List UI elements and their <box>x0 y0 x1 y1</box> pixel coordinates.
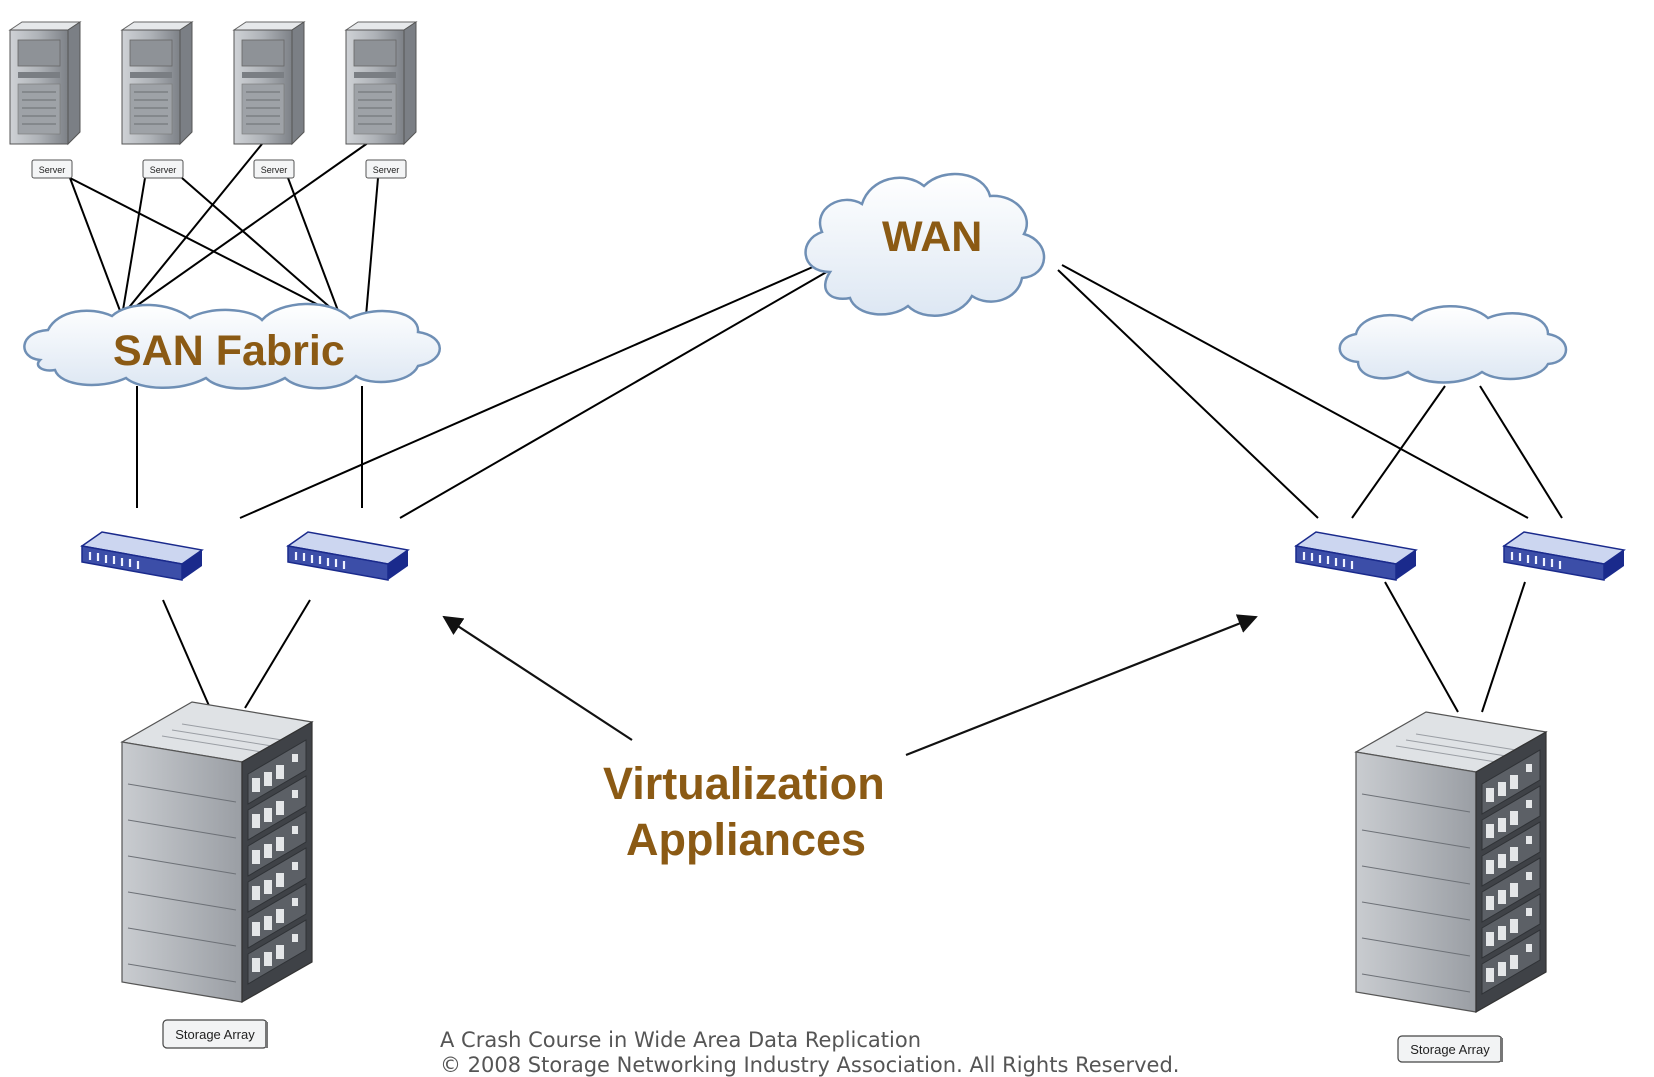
svg-text:Server: Server <box>39 165 66 175</box>
server-4 <box>345 21 417 145</box>
appliance-right-2 <box>1502 530 1626 582</box>
connection-lines <box>69 139 1563 713</box>
server-tag-2: Server <box>142 159 184 179</box>
wan-cloud <box>804 172 1046 317</box>
san-fabric-label: SAN Fabric <box>113 327 345 375</box>
wan-label: WAN <box>882 213 983 261</box>
server-2 <box>121 21 193 145</box>
appliance-right-1 <box>1294 530 1418 582</box>
virtualization-label-line1: Virtualization <box>603 758 885 809</box>
svg-text:Server: Server <box>373 165 400 175</box>
virtualization-label-line2: Appliances <box>626 814 867 865</box>
label-arrows <box>442 614 1258 757</box>
san-fabric-cloud <box>23 302 441 390</box>
server-1 <box>9 21 81 145</box>
svg-text:Server: Server <box>261 165 288 175</box>
server-tag-1: Server <box>31 159 73 179</box>
svg-text:Storage Array: Storage Array <box>1410 1042 1490 1057</box>
server-tag-3: Server <box>253 159 295 179</box>
svg-text:Server: Server <box>150 165 177 175</box>
appliance-left-1 <box>80 530 204 582</box>
appliance-left-2 <box>286 530 410 582</box>
storage-array-left <box>121 701 313 1003</box>
svg-text:Storage Array: Storage Array <box>175 1027 255 1042</box>
server-3 <box>233 21 305 145</box>
right-fabric-cloud <box>1338 305 1568 384</box>
footer-line-1: A Crash Course in Wide Area Data Replica… <box>440 1028 922 1052</box>
storage-array-right <box>1355 711 1547 1013</box>
server-tag-4: Server <box>365 159 407 179</box>
storage-tag-right: Storage Array <box>1397 1035 1503 1063</box>
storage-tag-left: Storage Array <box>162 1019 268 1049</box>
footer-line-2: © 2008 Storage Networking Industry Assoc… <box>440 1053 1180 1077</box>
